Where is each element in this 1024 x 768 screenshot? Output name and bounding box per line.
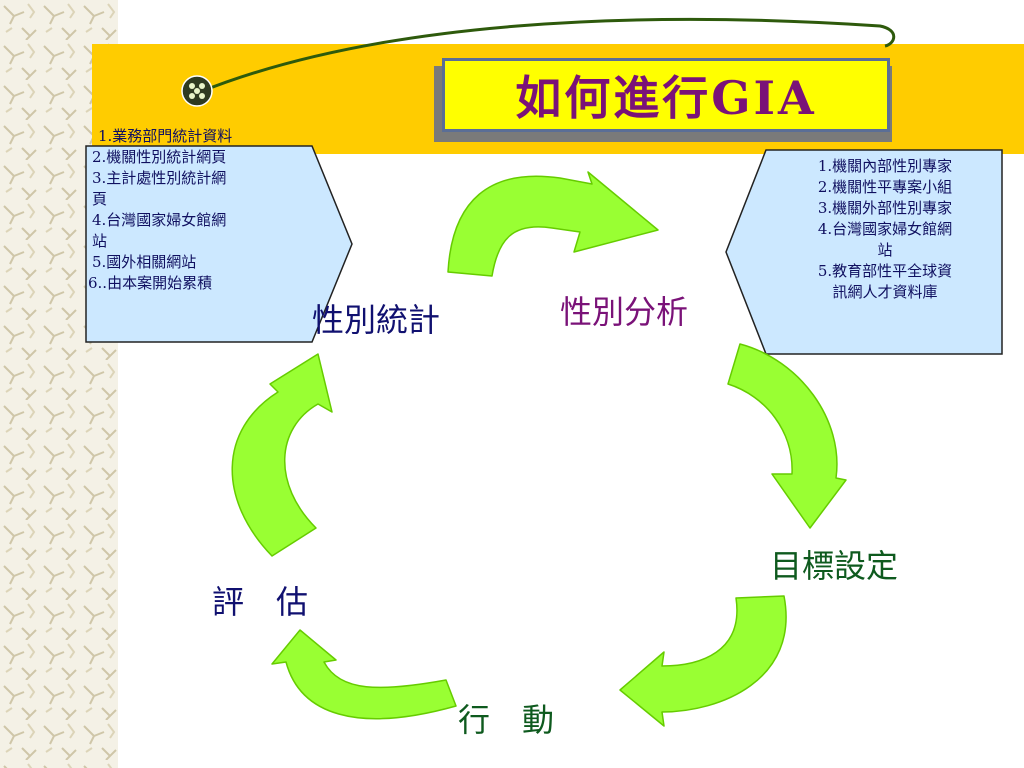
title-box: 如何進行GIA xyxy=(442,58,890,132)
arrow-stat-to-analysis xyxy=(447,171,659,277)
step-action: 行 動 xyxy=(458,701,555,739)
left-source-item: 頁 xyxy=(92,190,108,208)
arrow-goal-to-action xyxy=(619,595,787,727)
left-source-item: 4.台灣國家婦女館網 xyxy=(92,211,227,229)
arrow-evaluate-to-stat xyxy=(231,353,333,557)
step-gender-statistics: 性別統計 xyxy=(312,301,441,339)
left-source-item: 6..由本案開始累積 xyxy=(88,274,213,292)
right-expert-item: 3.機關外部性別專家 xyxy=(817,199,953,217)
right-expert-item: 2.機關性平專案小組 xyxy=(817,178,953,196)
swoosh-line xyxy=(199,17,896,94)
left-callout-shape xyxy=(85,145,353,343)
left-source-item: 3.主計處性別統計網 xyxy=(92,169,227,187)
step-evaluation: 評 估 xyxy=(212,583,309,621)
right-callout-shape xyxy=(725,149,1003,355)
left-source-item: 5.國外相關網站 xyxy=(92,253,197,271)
ornament-icon xyxy=(181,75,213,107)
right-expert-item: 4.台灣國家婦女館網 xyxy=(817,220,953,238)
step-gender-analysis: 性別分析 xyxy=(560,293,689,331)
step-goal-setting: 目標設定 xyxy=(770,547,899,585)
right-expert-item: 站 xyxy=(877,241,893,259)
right-expert-item: 5.教育部性平全球資 xyxy=(817,262,953,280)
right-expert-item: 訊網人才資料庫 xyxy=(832,283,938,301)
right-expert-list: 1.機關內部性別專家 2.機關性平專案小組 3.機關外部性別專家 4.台灣國家婦… xyxy=(772,156,998,303)
left-source-item: 2.機關性別統計網頁 xyxy=(92,148,227,166)
right-expert-item: 1.機關內部性別專家 xyxy=(817,157,953,175)
left-source-item: 1.業務部門統計資料 xyxy=(98,127,233,145)
left-source-list: 1.業務部門統計資料 2.機關性別統計網頁 3.主計處性別統計網 頁 4.台灣國… xyxy=(88,126,316,294)
arrow-analysis-to-goal xyxy=(727,343,847,529)
arrow-action-to-evaluate xyxy=(271,629,457,720)
slide-title: 如何進行GIA xyxy=(515,71,817,125)
left-source-item: 站 xyxy=(92,232,108,250)
